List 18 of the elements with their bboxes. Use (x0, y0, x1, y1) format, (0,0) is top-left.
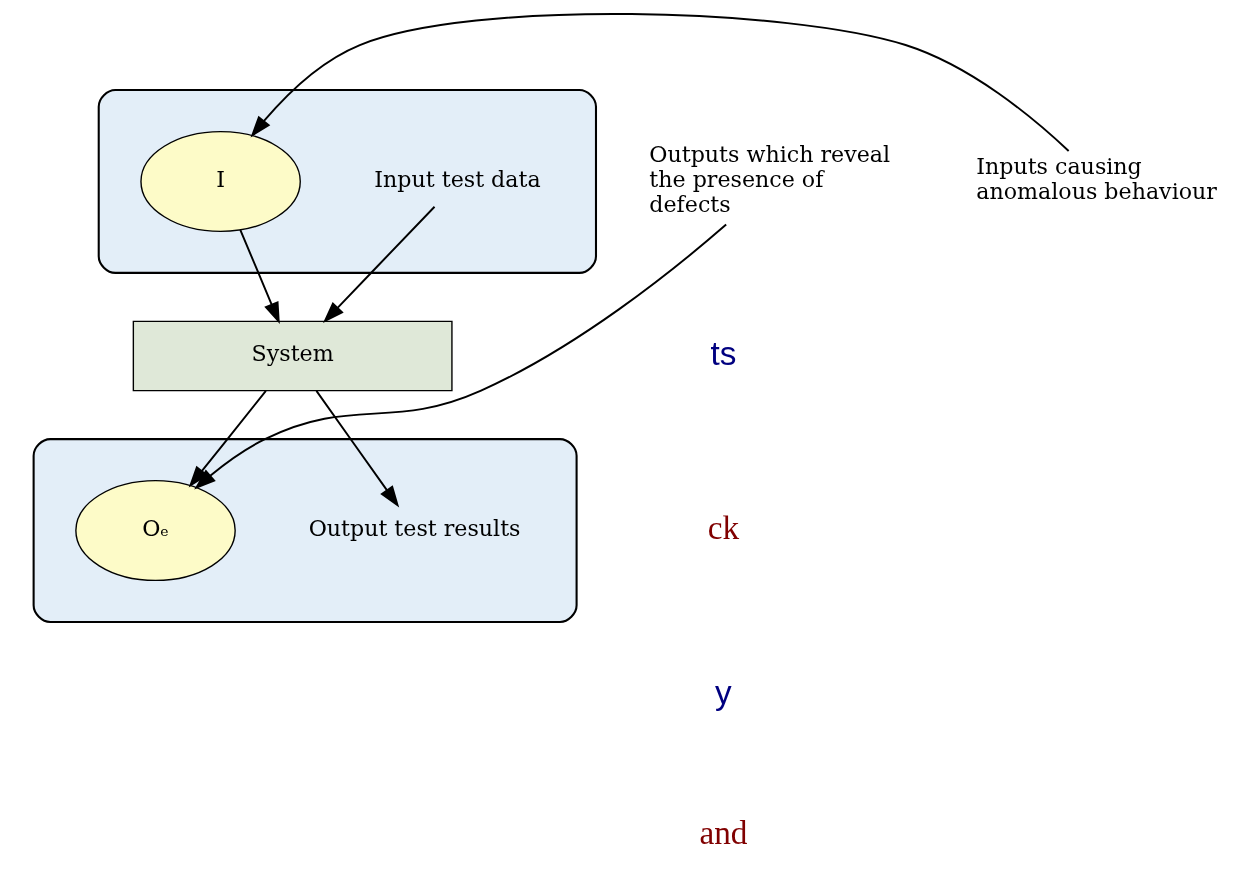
label: and (698, 813, 747, 851)
label: ck (707, 509, 739, 547)
arrow (314, 389, 399, 508)
node-text: Outputs which reveal the presence of defects (648, 140, 890, 217)
node-ellipse: Oₑ (74, 479, 236, 582)
arrow (238, 228, 280, 325)
cluster (97, 89, 597, 274)
node-text: Input test data (373, 165, 541, 192)
label: ts (709, 334, 736, 372)
node-text: Inputs causing anomalous behaviour (975, 153, 1217, 205)
arrow (193, 223, 727, 490)
arrow (250, 13, 1070, 152)
arrow (322, 205, 436, 323)
node-text: Output test results (308, 514, 520, 541)
cluster (32, 438, 578, 623)
node-ellipse: I (139, 130, 301, 233)
node-box: System (132, 320, 453, 392)
label: y (714, 673, 732, 711)
